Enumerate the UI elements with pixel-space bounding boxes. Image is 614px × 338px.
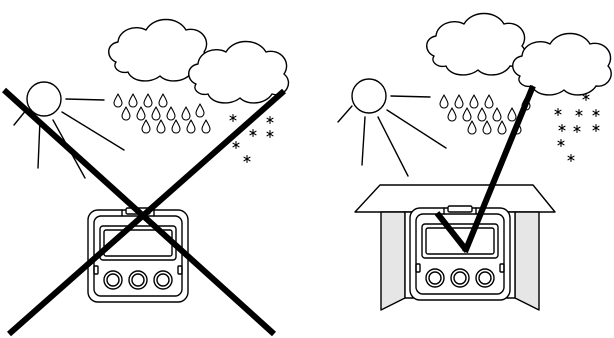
snow-icon bbox=[554, 92, 600, 163]
panel-correct bbox=[337, 12, 612, 311]
cloud-icon bbox=[426, 12, 526, 76]
check-mark bbox=[434, 84, 536, 254]
cloud-icon bbox=[108, 18, 208, 82]
panel-incorrect bbox=[1, 18, 290, 337]
rain-icon bbox=[113, 93, 211, 134]
cross-mark bbox=[1, 87, 286, 337]
cloud-icon bbox=[188, 40, 290, 104]
instrument-protected bbox=[409, 205, 511, 301]
sun-icon bbox=[13, 81, 125, 179]
sun-icon bbox=[337, 78, 447, 177]
cloud-icon bbox=[512, 32, 612, 96]
